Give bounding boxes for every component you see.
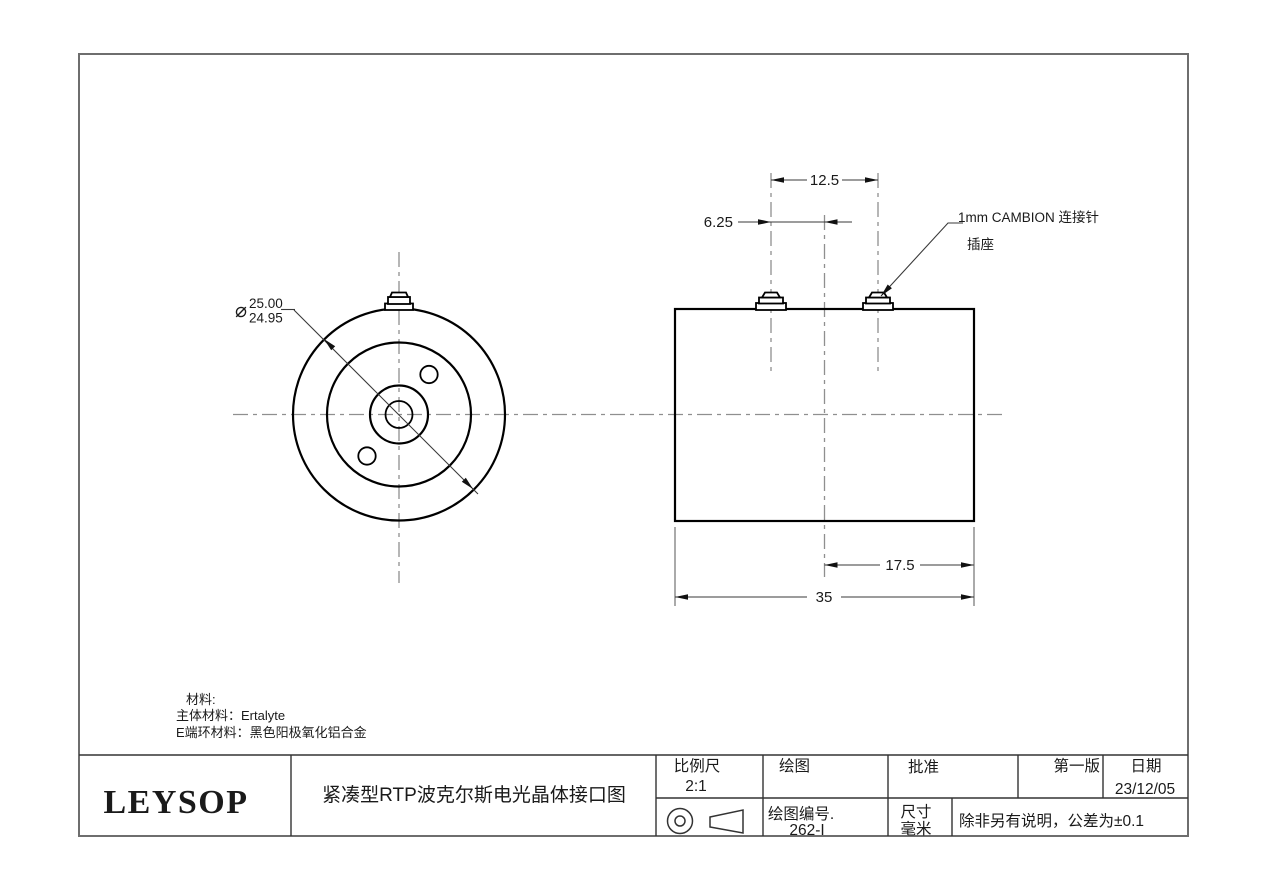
scale-label: 比例尺 xyxy=(674,757,721,775)
diameter-lower-limit: 24.95 xyxy=(249,311,283,326)
arrowhead-left-icon xyxy=(824,562,838,568)
material-heading: 材料: xyxy=(186,692,216,707)
dimension-right-length: 17.5 xyxy=(824,557,974,574)
arrowhead-downright-icon xyxy=(461,477,473,489)
aperture-hole-circle xyxy=(384,400,414,429)
projection-symbol xyxy=(666,807,744,835)
drawing-title: 紧凑型RTP波克尔斯电光晶体接口图 xyxy=(322,784,626,806)
material-notes: 材料: 主体材料：Ertalyte E端环材料：黑色阳极氧化铝合金 xyxy=(176,692,367,740)
connector-note-line1: 1mm CAMBION 连接针 xyxy=(958,209,1099,225)
arrowhead-right-icon xyxy=(961,562,974,568)
size-label: 尺寸 xyxy=(900,803,931,821)
leader-arrowhead-icon xyxy=(881,284,892,296)
dimension-pin-spacing: 12.5 xyxy=(771,172,878,189)
mounting-hole-upper xyxy=(419,364,439,385)
arrowhead-left-icon xyxy=(824,219,838,225)
projection-circle-inner-icon xyxy=(674,815,686,827)
company-logo: LEYSOP xyxy=(103,784,248,821)
dim-pin-offset-text: 6.25 xyxy=(704,214,733,231)
diameter-symbol: ⌀ xyxy=(235,300,247,322)
tolerance-note: 除非另有说明，公差为±0.1 xyxy=(959,812,1144,830)
arrowhead-upleft-icon xyxy=(324,339,336,351)
dimension-diameter: ⌀ 25.00 24.95 xyxy=(235,296,479,495)
leader-line xyxy=(880,222,963,297)
date-label: 日期 xyxy=(1130,757,1161,775)
center-boss-circle xyxy=(368,384,430,445)
sheet-border xyxy=(78,53,1189,837)
drawn-label: 绘图 xyxy=(779,757,810,775)
pin-cap xyxy=(760,291,782,299)
left-connector-pin xyxy=(755,291,787,311)
connector-note-line2: 插座 xyxy=(967,237,994,252)
date-value: 23/12/05 xyxy=(1115,781,1175,798)
end-ring-circle xyxy=(325,341,473,488)
arrowhead-left-icon xyxy=(675,594,688,600)
front-view xyxy=(291,291,507,522)
right-connector-pin xyxy=(862,291,894,311)
diameter-upper-limit: 25.00 xyxy=(249,296,283,311)
housing-body xyxy=(673,307,976,523)
diagonal-dim-line xyxy=(293,309,479,495)
projection-cone-icon xyxy=(709,809,744,834)
edition-label: 第一版 xyxy=(1053,757,1100,775)
drawing-no-label: 绘图编号. xyxy=(768,805,834,823)
pin-cap xyxy=(388,291,410,298)
front-view-pin xyxy=(384,291,414,311)
arrowhead-right-icon xyxy=(758,219,771,225)
arrowhead-left-icon xyxy=(771,177,784,183)
projection-circle-outer-icon xyxy=(666,807,694,835)
scale-value: 2:1 xyxy=(685,778,707,795)
size-unit: 毫米 xyxy=(900,819,931,838)
side-view xyxy=(673,291,976,523)
connector-callout: 1mm CAMBION 连接针 插座 xyxy=(880,209,1099,297)
title-block: LEYSOP 紧凑型RTP波克尔斯电光晶体接口图 比例尺 2:1 绘图 批准 第… xyxy=(79,754,1188,839)
dim-pin-spacing-text: 12.5 xyxy=(810,172,839,189)
dim-total-length-text: 35 xyxy=(816,589,833,606)
dim-right-length-text: 17.5 xyxy=(885,557,914,574)
arrowhead-right-icon xyxy=(865,177,878,183)
pin-body xyxy=(387,296,411,305)
centerlines xyxy=(233,173,1002,583)
dimension-pin-offset: 6.25 xyxy=(704,214,852,231)
drawing-no-value: 262-I xyxy=(789,822,824,839)
material-end-ring: E端环材料：黑色阳极氧化铝合金 xyxy=(176,725,367,740)
material-body: 主体材料：Ertalyte xyxy=(176,708,285,723)
approved-label: 批准 xyxy=(908,758,939,776)
dimension-total-length: 35 xyxy=(674,527,975,606)
mounting-hole-lower xyxy=(357,446,377,466)
arrowhead-right-icon xyxy=(961,594,974,600)
